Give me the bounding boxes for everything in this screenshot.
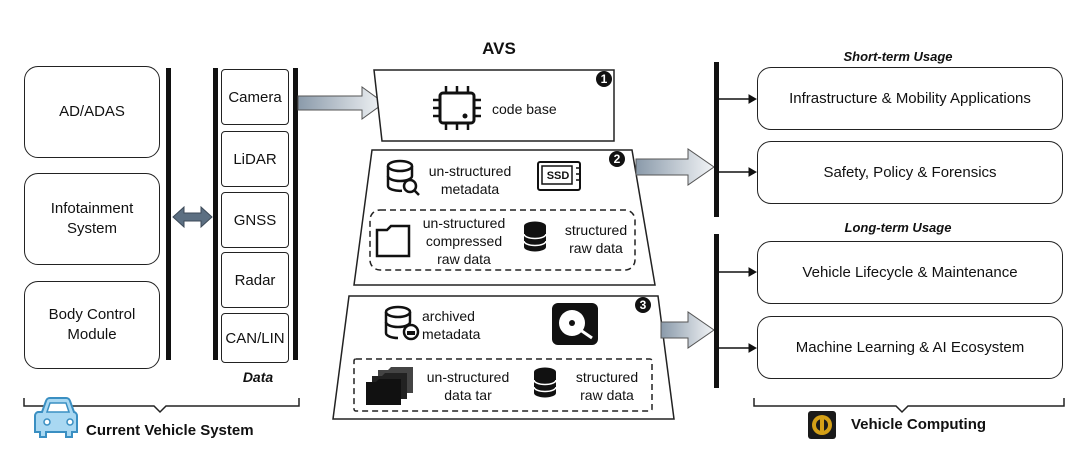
tier2-structured-label: structured raw data xyxy=(564,222,628,256)
tier2-badge xyxy=(609,151,625,167)
module-ad-adas: AD/ADAS xyxy=(24,66,160,158)
ssd-label: SSD xyxy=(546,170,570,182)
database-icon xyxy=(523,221,547,252)
archive-database-icon xyxy=(384,305,420,341)
usage-lifecycle: Vehicle Lifecycle & Maintenance xyxy=(757,241,1063,304)
data-to-avs-arrow xyxy=(297,86,385,120)
right-brace xyxy=(753,398,1065,414)
tier3-to-long-term-arrow xyxy=(660,311,715,349)
database-icon-tier3 xyxy=(533,367,557,398)
data-lidar: LiDAR xyxy=(221,131,289,187)
chip-icon xyxy=(433,86,481,130)
usage-safety: Safety, Policy & Forensics xyxy=(757,141,1063,204)
long-term-bar xyxy=(714,234,719,388)
tier3-tar-label: un-structured data tar xyxy=(426,369,510,403)
tier2-to-short-term-arrow xyxy=(635,148,715,186)
arrow-to-lifecycle xyxy=(719,267,758,277)
tier2-dashed-box xyxy=(369,209,636,271)
data-radar: Radar xyxy=(221,252,289,308)
tier3-badge xyxy=(635,297,651,313)
tier1-number: 1 xyxy=(600,72,608,86)
tier3-structured-label: structured raw data xyxy=(575,369,639,403)
data-can-lin: CAN/LIN xyxy=(221,313,289,363)
module-infotainment: Infotainment System xyxy=(24,173,160,265)
arrow-to-infrastructure xyxy=(719,94,758,104)
data-gnss: GNSS xyxy=(221,192,289,248)
left-brace xyxy=(23,398,300,414)
vehicle-computing-icon xyxy=(808,411,836,439)
long-term-title: Long-term Usage xyxy=(844,220,952,235)
data-label: Data xyxy=(242,369,274,385)
usage-infrastructure: Infrastructure & Mobility Applications xyxy=(757,67,1063,130)
hard-drive-icon xyxy=(552,303,598,345)
usage-ml: Machine Learning & AI Ecosystem xyxy=(757,316,1063,379)
avs-title: AVS xyxy=(482,39,516,58)
tier2-number: 2 xyxy=(613,152,621,166)
module-body-control: Body Control Module xyxy=(24,281,160,369)
tier1-shape xyxy=(373,69,615,142)
data-bus-bar-right xyxy=(293,68,298,360)
data-bus-bar-left xyxy=(213,68,218,360)
tier1-label: code base xyxy=(492,101,557,117)
bidirectional-arrow xyxy=(172,205,213,229)
tier1-badge xyxy=(596,71,612,87)
current-vehicle-label: Current Vehicle System xyxy=(86,422,254,439)
tier3-meta-label: archived metadata xyxy=(422,308,481,342)
arrow-to-ml xyxy=(719,343,758,353)
folder-icon xyxy=(375,224,411,258)
car-icon xyxy=(34,397,78,438)
tier3-number: 3 xyxy=(639,298,647,312)
ssd-icon xyxy=(537,161,581,191)
short-term-bar xyxy=(714,62,719,217)
left-bus-bar xyxy=(166,68,171,360)
database-search-icon xyxy=(386,159,420,196)
data-camera: Camera xyxy=(221,69,289,125)
stacked-files-icon xyxy=(366,367,413,405)
tier3-dashed-box xyxy=(353,358,653,412)
short-term-title: Short-term Usage xyxy=(843,49,953,64)
arrow-to-safety xyxy=(719,167,758,177)
vehicle-computing-label: Vehicle Computing xyxy=(851,416,987,433)
tier2-meta-label: un-structured metadata xyxy=(428,163,512,197)
tier2-compressed-label: un-structured compressed raw data xyxy=(422,215,506,267)
